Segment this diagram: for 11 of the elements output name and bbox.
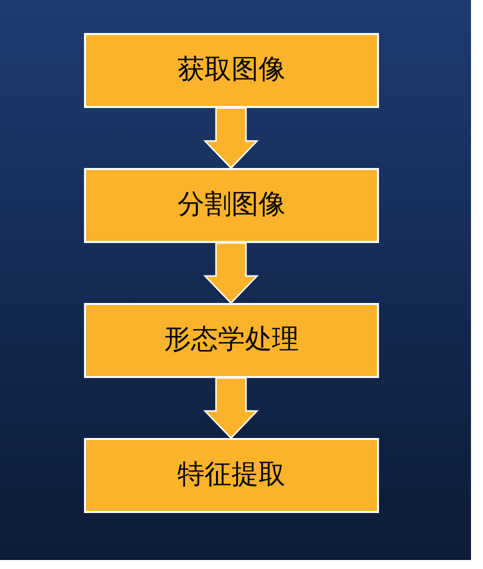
block-arrow	[203, 377, 259, 440]
process-box	[84, 168, 379, 243]
step-label: 特征提取	[178, 458, 286, 492]
block-arrow	[203, 107, 259, 170]
process-box	[84, 33, 379, 108]
step-label: 获取图像	[178, 53, 286, 88]
process-box	[84, 303, 379, 378]
block-arrow	[203, 242, 259, 304]
process-box	[84, 438, 379, 513]
step-label: 分割图像	[178, 188, 286, 222]
step-label: 形态学处理	[164, 323, 299, 358]
